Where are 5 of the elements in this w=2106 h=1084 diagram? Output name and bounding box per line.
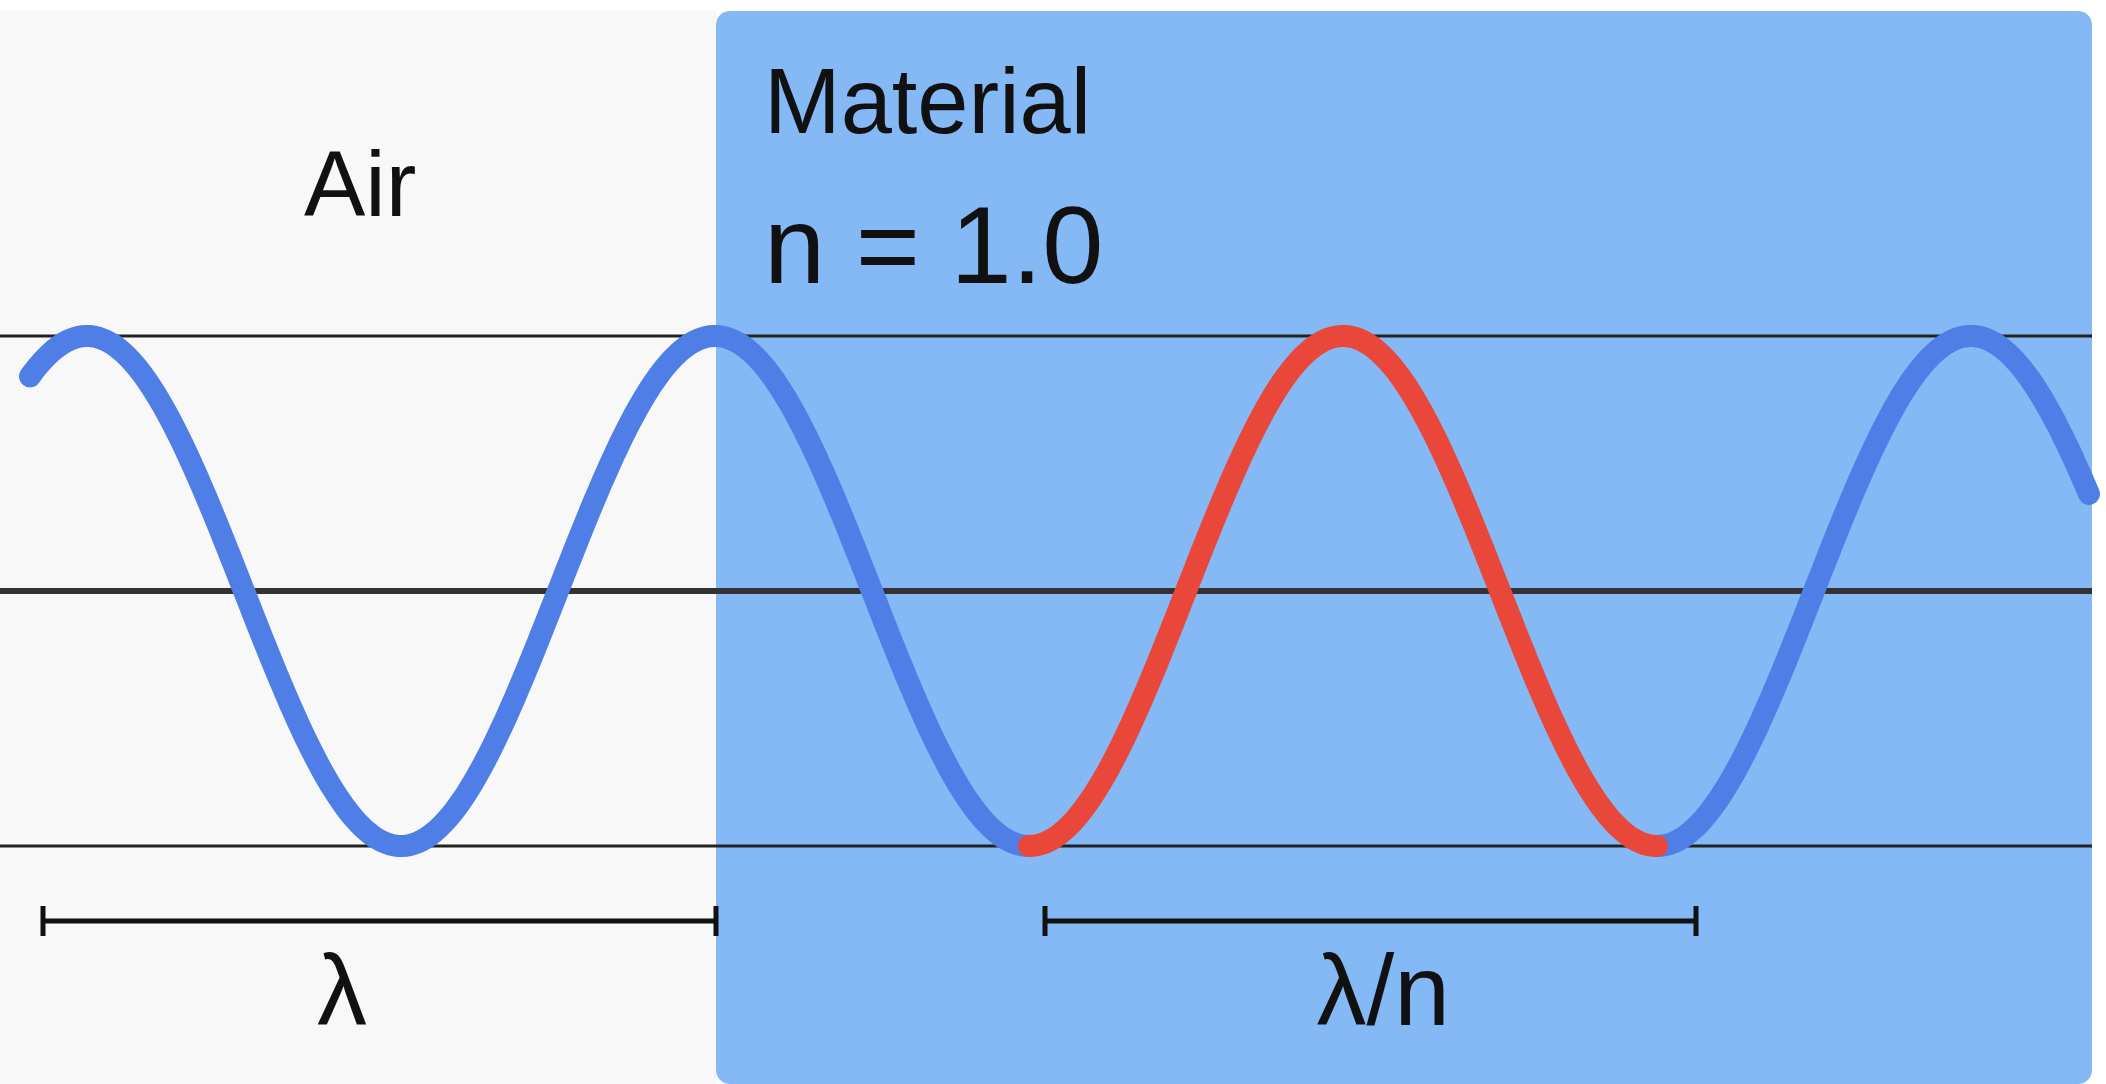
- region-label: Air: [304, 138, 417, 230]
- refractive-index-label: n = 1.0: [764, 190, 1104, 300]
- region-label: Material: [764, 55, 1092, 147]
- wavelength-label: λ/n: [1316, 940, 1450, 1040]
- wavelength-label: λ: [317, 940, 367, 1040]
